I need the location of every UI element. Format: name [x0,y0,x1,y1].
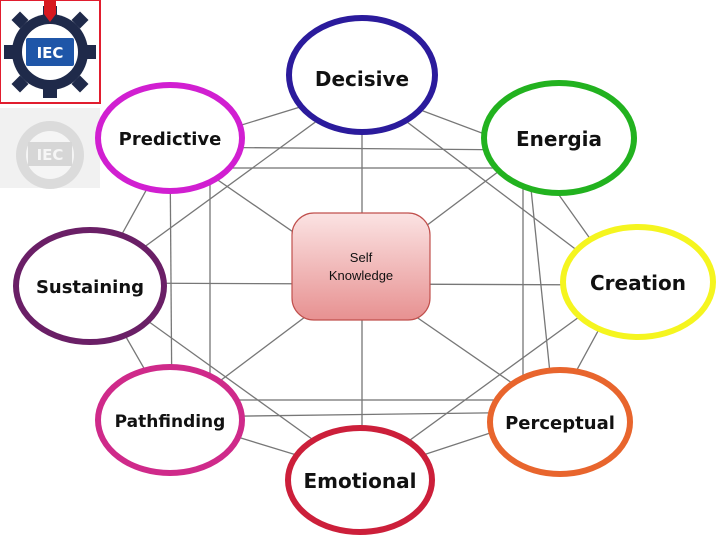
node-creation: Creation [560,224,716,340]
node-energia: Energia [481,80,637,196]
node-pathfinding: Pathfinding [95,364,245,476]
node-emotional: Emotional [285,425,435,535]
iec-logo: IEC [0,0,101,104]
logo-text: IEC [37,44,64,62]
node-decisive-label: Decisive [315,67,409,91]
node-perceptual: Perceptual [487,367,633,477]
center-line-1: Self [350,250,373,265]
node-emotional-label: Emotional [304,469,417,493]
iec-logo-ghost: IEC [0,108,100,189]
node-sustaining: Sustaining [13,227,167,345]
node-sustaining-label: Sustaining [36,277,144,298]
node-perceptual-label: Perceptual [505,413,615,434]
logo-ghost-text: IEC [37,146,64,164]
node-creation-label: Creation [590,271,686,295]
pin-icon [44,0,56,22]
node-predictive: Predictive [95,82,245,194]
node-decisive: Decisive [286,15,438,135]
center-node: Self Knowledge [291,212,431,321]
node-predictive-label: Predictive [119,129,222,150]
node-pathfinding-label: Pathfinding [115,412,226,432]
center-line-2: Knowledge [329,268,393,283]
node-energia-label: Energia [516,127,602,151]
